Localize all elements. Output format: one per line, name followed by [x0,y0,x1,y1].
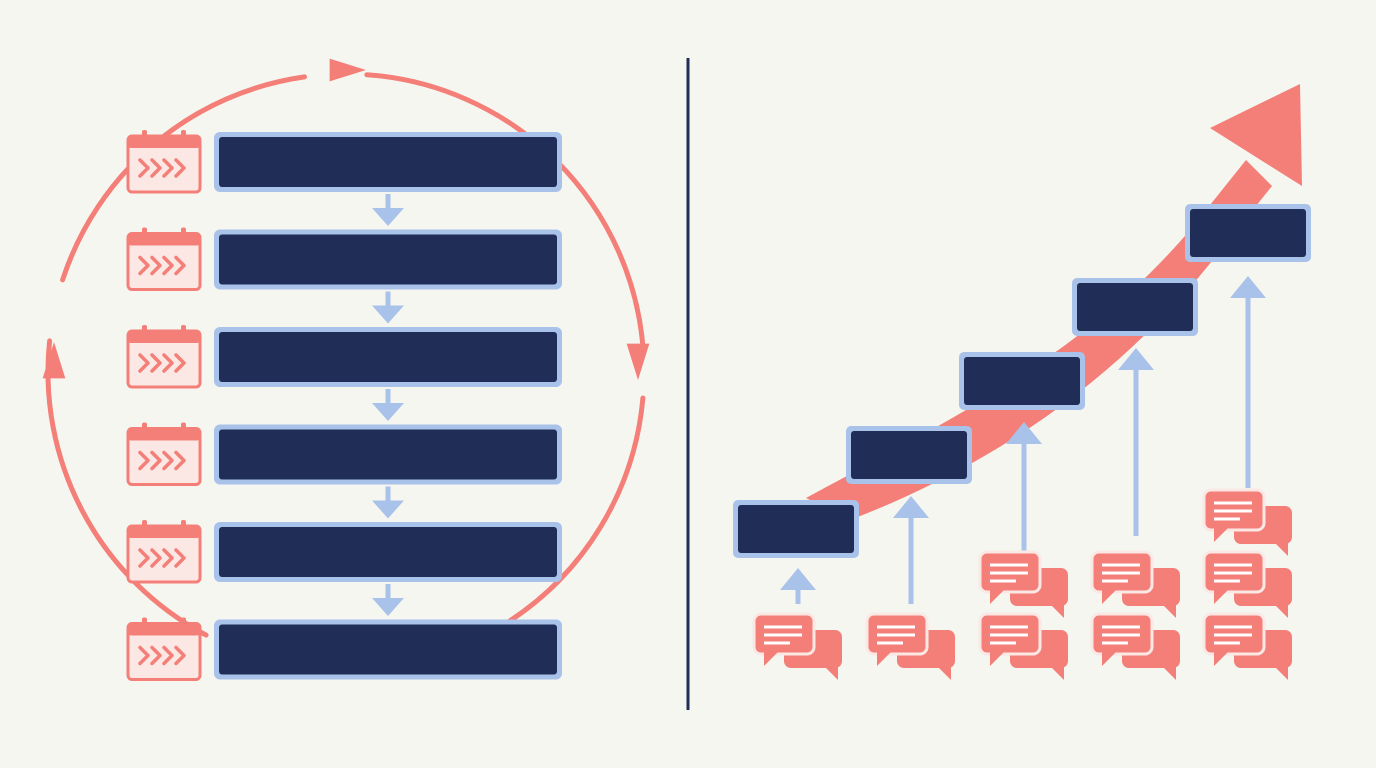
calendar-icon [126,227,202,291]
left-panel [42,58,650,681]
step-bar-3 [214,327,562,387]
stair-fill [1190,209,1306,257]
arrow-up-icon [893,496,929,604]
cycle-arc-top-right [364,72,646,354]
cycle-arrowhead-left [42,342,66,379]
stair-step-1 [733,500,859,558]
arrow-up-icon [780,568,816,604]
step-bar-5 [214,522,562,582]
stair-fill [738,505,854,553]
flow-arrows [372,194,404,616]
stair-step-5 [1185,204,1311,262]
step-bar-1 [214,132,562,192]
step-bar-2 [214,229,562,290]
step-bar-fill [219,137,557,187]
arrow-down-icon [372,486,404,519]
arrow-up-icon [1230,276,1266,488]
stair-fill [964,357,1080,405]
stair-step-3 [959,352,1085,410]
arrow-up-icon [1006,422,1042,556]
step-bar-fill [219,624,557,675]
arrow-down-icon [372,194,404,226]
stair-fill [1077,283,1193,331]
right-panel [733,84,1311,680]
cycle-arc-bottom-left [45,338,209,638]
step-bar-fill [219,429,557,480]
cycle-arrowhead-right [626,343,650,380]
calendar-icon [126,617,202,681]
cycle-arrowhead-top [329,58,366,82]
stair-step-2 [846,426,972,484]
stair-fill [851,431,967,479]
calendar-icons [126,130,202,681]
chat-bubbles-icon [978,612,1068,680]
chat-bubbles-icon [1202,612,1292,680]
support-arrows [780,276,1266,604]
step-bar-fill [219,332,557,382]
staircase [733,204,1311,558]
cycle-arc-bottom-right [501,395,646,628]
calendar-icon [126,130,202,194]
calendar-icon [126,325,202,389]
arrow-up-icon [1118,348,1154,536]
feedback-clusters [752,488,1292,680]
stair-step-4 [1072,278,1198,336]
step-bar-fill [219,527,557,577]
step-bar-6 [214,619,562,680]
chat-bubbles-icon [1090,612,1180,680]
step-bar-4 [214,424,562,485]
step-bars [214,132,562,680]
chat-bubbles-icon [1090,550,1180,618]
chat-bubbles-icon [1202,550,1292,618]
arrow-down-icon [372,389,404,421]
chat-bubbles-icon [865,612,955,680]
trend-arrowhead [1210,84,1302,186]
step-bar-fill [219,234,557,285]
cycle-arrows [42,58,650,638]
chat-bubbles-icon [978,550,1068,618]
calendar-icon [126,422,202,486]
calendar-icon [126,520,202,584]
arrow-down-icon [372,584,404,616]
chat-bubbles-icon [1202,488,1292,556]
chat-bubbles-icon [752,612,842,680]
arrow-down-icon [372,291,404,324]
